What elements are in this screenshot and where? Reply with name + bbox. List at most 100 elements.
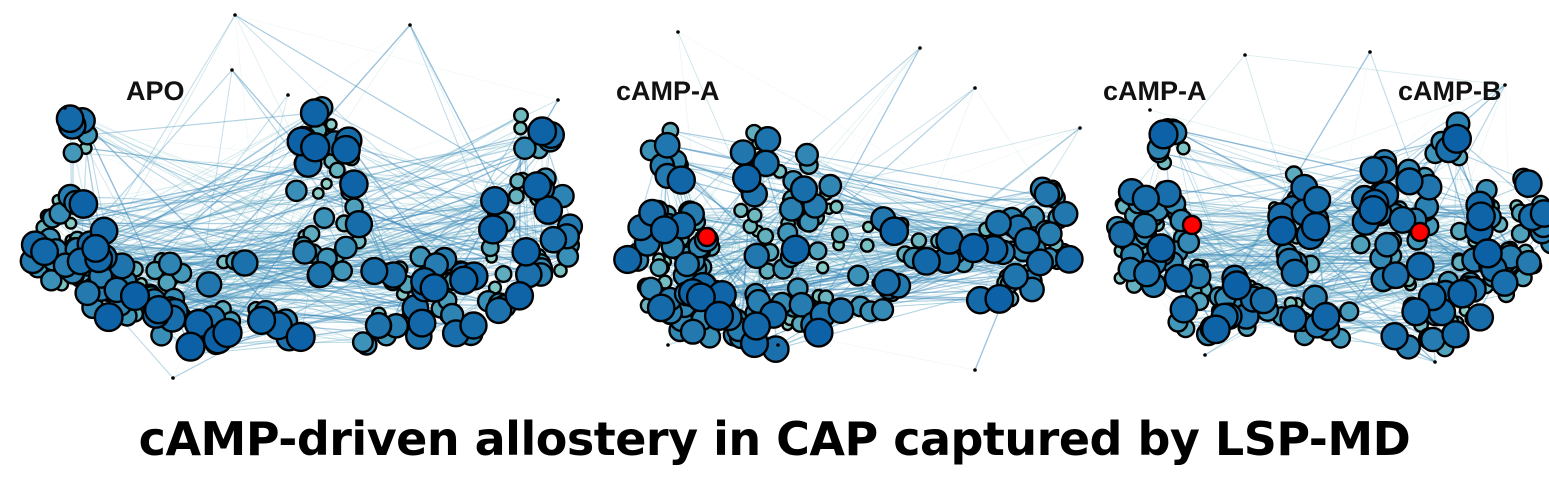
network-edge xyxy=(103,14,236,232)
network-edge xyxy=(296,190,567,237)
network-node xyxy=(795,142,820,167)
network-node xyxy=(1249,286,1278,315)
network-node xyxy=(324,118,338,131)
network-node xyxy=(55,104,85,134)
network-node xyxy=(1420,326,1446,353)
network-node xyxy=(333,235,358,260)
network-edge xyxy=(1504,84,1512,266)
network-node-minor xyxy=(666,343,670,347)
panel-label-camp-b: cAMP-B xyxy=(1398,76,1502,106)
network-edge xyxy=(409,24,496,201)
network-node xyxy=(513,120,528,136)
network-node xyxy=(729,139,757,166)
network-edge xyxy=(1149,109,1373,172)
network-node-minor xyxy=(1368,50,1372,54)
network-edge xyxy=(69,118,397,327)
network-node xyxy=(1169,294,1199,324)
network-node xyxy=(74,279,101,307)
network-edge xyxy=(98,112,315,260)
network-node xyxy=(803,317,834,348)
network-edge xyxy=(244,262,387,337)
network-node-minor xyxy=(1433,360,1437,364)
network-edge xyxy=(1201,260,1290,267)
network-node xyxy=(1490,269,1519,297)
network-node xyxy=(666,165,696,195)
network-edge xyxy=(1183,237,1511,250)
camp-ligand-node xyxy=(1409,221,1431,243)
camp-ligand-node xyxy=(1181,214,1203,236)
network-node xyxy=(808,241,828,261)
network-node xyxy=(313,206,336,229)
network-edge xyxy=(80,117,463,275)
network-node xyxy=(1025,248,1054,277)
network-edge xyxy=(348,139,567,256)
network-edge xyxy=(227,130,543,334)
network-node xyxy=(732,163,762,193)
network-node xyxy=(1133,259,1161,288)
network-nodes xyxy=(19,13,584,380)
network-edge xyxy=(756,325,976,371)
network-node xyxy=(818,173,843,198)
network-edge xyxy=(71,134,552,241)
network-node xyxy=(320,177,333,191)
panel-label-camp-a: cAMP-A xyxy=(616,76,720,106)
network-node xyxy=(1465,303,1495,332)
network-node xyxy=(449,265,479,295)
network-edge xyxy=(71,200,495,265)
network-node-minor xyxy=(230,68,234,72)
camp-ligand-node xyxy=(696,226,718,248)
network-node xyxy=(479,185,510,216)
network-edge xyxy=(758,162,1013,220)
network-edge xyxy=(1145,198,1518,256)
network-edge xyxy=(1172,128,1388,246)
network-node xyxy=(879,216,910,247)
network-node xyxy=(339,169,369,199)
network-edge xyxy=(666,158,1059,219)
network-edge xyxy=(75,160,332,203)
network-node xyxy=(1131,212,1158,239)
network-node xyxy=(285,321,316,353)
network-node xyxy=(1013,227,1041,255)
network-node xyxy=(1303,185,1332,214)
network-node xyxy=(1529,199,1549,228)
network-node xyxy=(344,209,374,239)
network-node xyxy=(285,179,308,203)
network-node xyxy=(1176,141,1191,156)
network-edge xyxy=(348,140,421,257)
network-node xyxy=(513,136,537,160)
network-node xyxy=(306,261,334,289)
network-edge xyxy=(662,188,1043,268)
network-nodes xyxy=(1105,50,1549,364)
network-node-minor xyxy=(918,46,922,50)
network-node xyxy=(646,293,676,323)
network-edge xyxy=(82,120,347,248)
network-node-minor xyxy=(408,23,412,27)
network-edge xyxy=(681,225,919,241)
network-edge xyxy=(1183,230,1283,239)
network-edge xyxy=(1183,147,1521,214)
network-edge xyxy=(170,196,497,265)
network-node xyxy=(331,134,361,165)
network-node xyxy=(1381,261,1410,290)
network-edge xyxy=(103,149,540,258)
network-node xyxy=(175,331,206,362)
network-edge xyxy=(1244,54,1506,86)
network-edge xyxy=(736,210,742,320)
network-node xyxy=(1033,180,1061,208)
network-node xyxy=(494,265,513,284)
network-node xyxy=(504,280,535,311)
network-node xyxy=(1513,169,1543,199)
network-edge xyxy=(144,283,407,307)
network-edge xyxy=(234,14,492,258)
network-node xyxy=(873,268,901,297)
network-node xyxy=(478,214,509,245)
network-node xyxy=(674,251,701,278)
network-node xyxy=(789,175,819,204)
network-edge xyxy=(1174,132,1385,170)
figure-caption: cAMP-driven allostery in CAP captured by… xyxy=(138,412,1411,466)
network-edge xyxy=(1147,84,1506,215)
network-edge xyxy=(188,69,233,355)
network-edge xyxy=(321,107,496,202)
network-edge xyxy=(696,221,1011,300)
network-node xyxy=(1108,220,1137,249)
